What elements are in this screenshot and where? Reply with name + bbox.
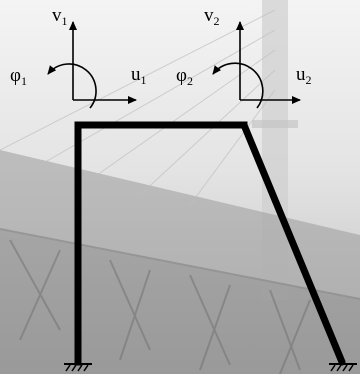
label-u2-symbol: u — [296, 64, 306, 85]
fixed-support-right — [329, 363, 357, 372]
label-v2-subscript: 2 — [213, 14, 220, 28]
label-phi2-symbol: φ — [176, 65, 187, 86]
label-v1-symbol: v — [52, 5, 62, 26]
label-u2-subscript: 2 — [305, 73, 312, 87]
label-phi1-symbol: φ — [10, 65, 21, 86]
label-phi1-subscript: 1 — [20, 74, 27, 88]
phi2-arrow — [212, 62, 264, 109]
label-u1: u1 — [131, 65, 147, 86]
node-2-dofs — [212, 21, 301, 109]
label-phi2-subscript: 2 — [186, 74, 193, 88]
label-v2-symbol: v — [204, 5, 214, 26]
label-v2: v2 — [204, 6, 220, 27]
frame-structure — [74, 121, 346, 366]
inclined-column — [240, 121, 346, 366]
label-u2: u2 — [296, 65, 312, 86]
fixed-support-left — [64, 363, 92, 372]
label-u1-subscript: 1 — [140, 73, 147, 87]
node-1-dofs — [47, 21, 137, 109]
phi1-arrow — [47, 63, 97, 109]
label-v1: v1 — [52, 6, 68, 27]
label-u1-symbol: u — [131, 64, 141, 85]
label-v1-subscript: 1 — [61, 14, 68, 28]
label-phi2: φ2 — [176, 66, 193, 87]
label-phi1: φ1 — [10, 66, 27, 87]
